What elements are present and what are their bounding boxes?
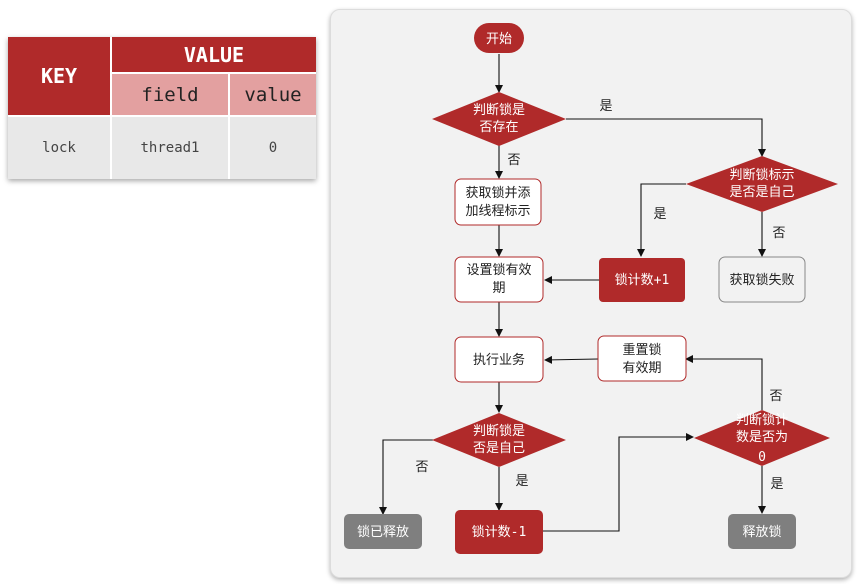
decision-lock-exists: 判断锁是 否存在	[432, 92, 566, 146]
execute-label: 执行业务	[473, 352, 525, 368]
key-header: KEY	[8, 37, 110, 115]
owner-top-line1: 判断锁标示	[729, 167, 794, 183]
zero-line3: 0	[758, 450, 766, 465]
edge-label-owner-no: 否	[772, 226, 785, 241]
set-expire-line2: 期	[492, 281, 505, 296]
arrow-reset-to-execute	[544, 355, 599, 364]
process-acquire-lock: 获取锁并添 加线程标示	[454, 178, 542, 226]
start-node: 开始	[474, 23, 524, 53]
decision-exists-line1: 判断锁是	[473, 102, 525, 118]
row-key-cell: lock	[8, 117, 110, 179]
process-count-inc: 锁计数+1	[599, 258, 685, 302]
lock-hash-table: KEY VALUE field value lock thread1 0	[8, 37, 316, 179]
release-label: 释放锁	[742, 524, 781, 540]
process-count-dec: 锁计数-1	[455, 510, 543, 554]
edge-label-zero-yes: 是	[770, 477, 783, 492]
reset-expire-line1: 重置锁	[622, 342, 661, 358]
edge-label-exists-yes: 是	[599, 99, 612, 114]
process-set-expire: 设置锁有效 期	[454, 256, 544, 303]
count-dec-label: 锁计数-1	[472, 524, 527, 540]
owner-top-line2: 是否是自己	[729, 185, 794, 200]
arrow-exists-yes	[566, 118, 766, 157]
terminal-already-released: 锁已释放	[344, 514, 422, 549]
terminal-release-lock: 释放锁	[728, 514, 796, 549]
row-field-cell: thread1	[112, 117, 228, 179]
zero-line1: 判断锁计	[736, 412, 788, 428]
acquire-line1: 获取锁并添	[465, 185, 530, 201]
value-header: VALUE	[112, 37, 316, 72]
owner-bottom-line2: 否是自己	[473, 441, 525, 456]
released-label: 锁已释放	[357, 524, 409, 540]
acquire-fail-label: 获取锁失败	[729, 272, 794, 288]
value-subheader: value	[230, 74, 316, 115]
edge-label-self-yes: 是	[515, 474, 528, 489]
start-label: 开始	[486, 32, 512, 47]
decision-lock-owner-bottom: 判断锁是 否是自己	[432, 413, 566, 467]
arrow-check-no	[379, 439, 433, 515]
count-inc-label: 锁计数+1	[615, 272, 670, 288]
arrow-self-yes	[637, 183, 686, 257]
row-value-cell: 0	[230, 117, 316, 179]
arrow-zero-no	[685, 355, 763, 410]
decision-lock-owner-top: 判断锁标示 是否是自己	[686, 156, 838, 212]
owner-bottom-line1: 判断锁是	[473, 423, 525, 439]
edge-label-owner-yes: 是	[653, 207, 666, 222]
decision-count-zero: 判断锁计 数是否为 0	[694, 410, 830, 466]
connectors	[379, 54, 766, 532]
reset-expire-line2: 有效期	[622, 361, 661, 376]
decision-exists-line2: 否存在	[479, 120, 518, 135]
set-expire-line1: 设置锁有效	[466, 262, 531, 278]
process-execute: 执行业务	[454, 336, 544, 383]
field-header: field	[112, 74, 228, 115]
process-reset-expire: 重置锁 有效期	[597, 335, 687, 382]
edge-label-self-no: 否	[415, 460, 428, 475]
edge-label-exists-no: 否	[507, 153, 520, 168]
acquire-line2: 加线程标示	[465, 204, 530, 219]
edge-label-zero-no: 否	[769, 389, 782, 404]
terminal-acquire-fail: 获取锁失败	[718, 256, 806, 303]
zero-line2: 数是否为	[736, 430, 788, 445]
arrow-dec-to-zero	[543, 433, 694, 532]
